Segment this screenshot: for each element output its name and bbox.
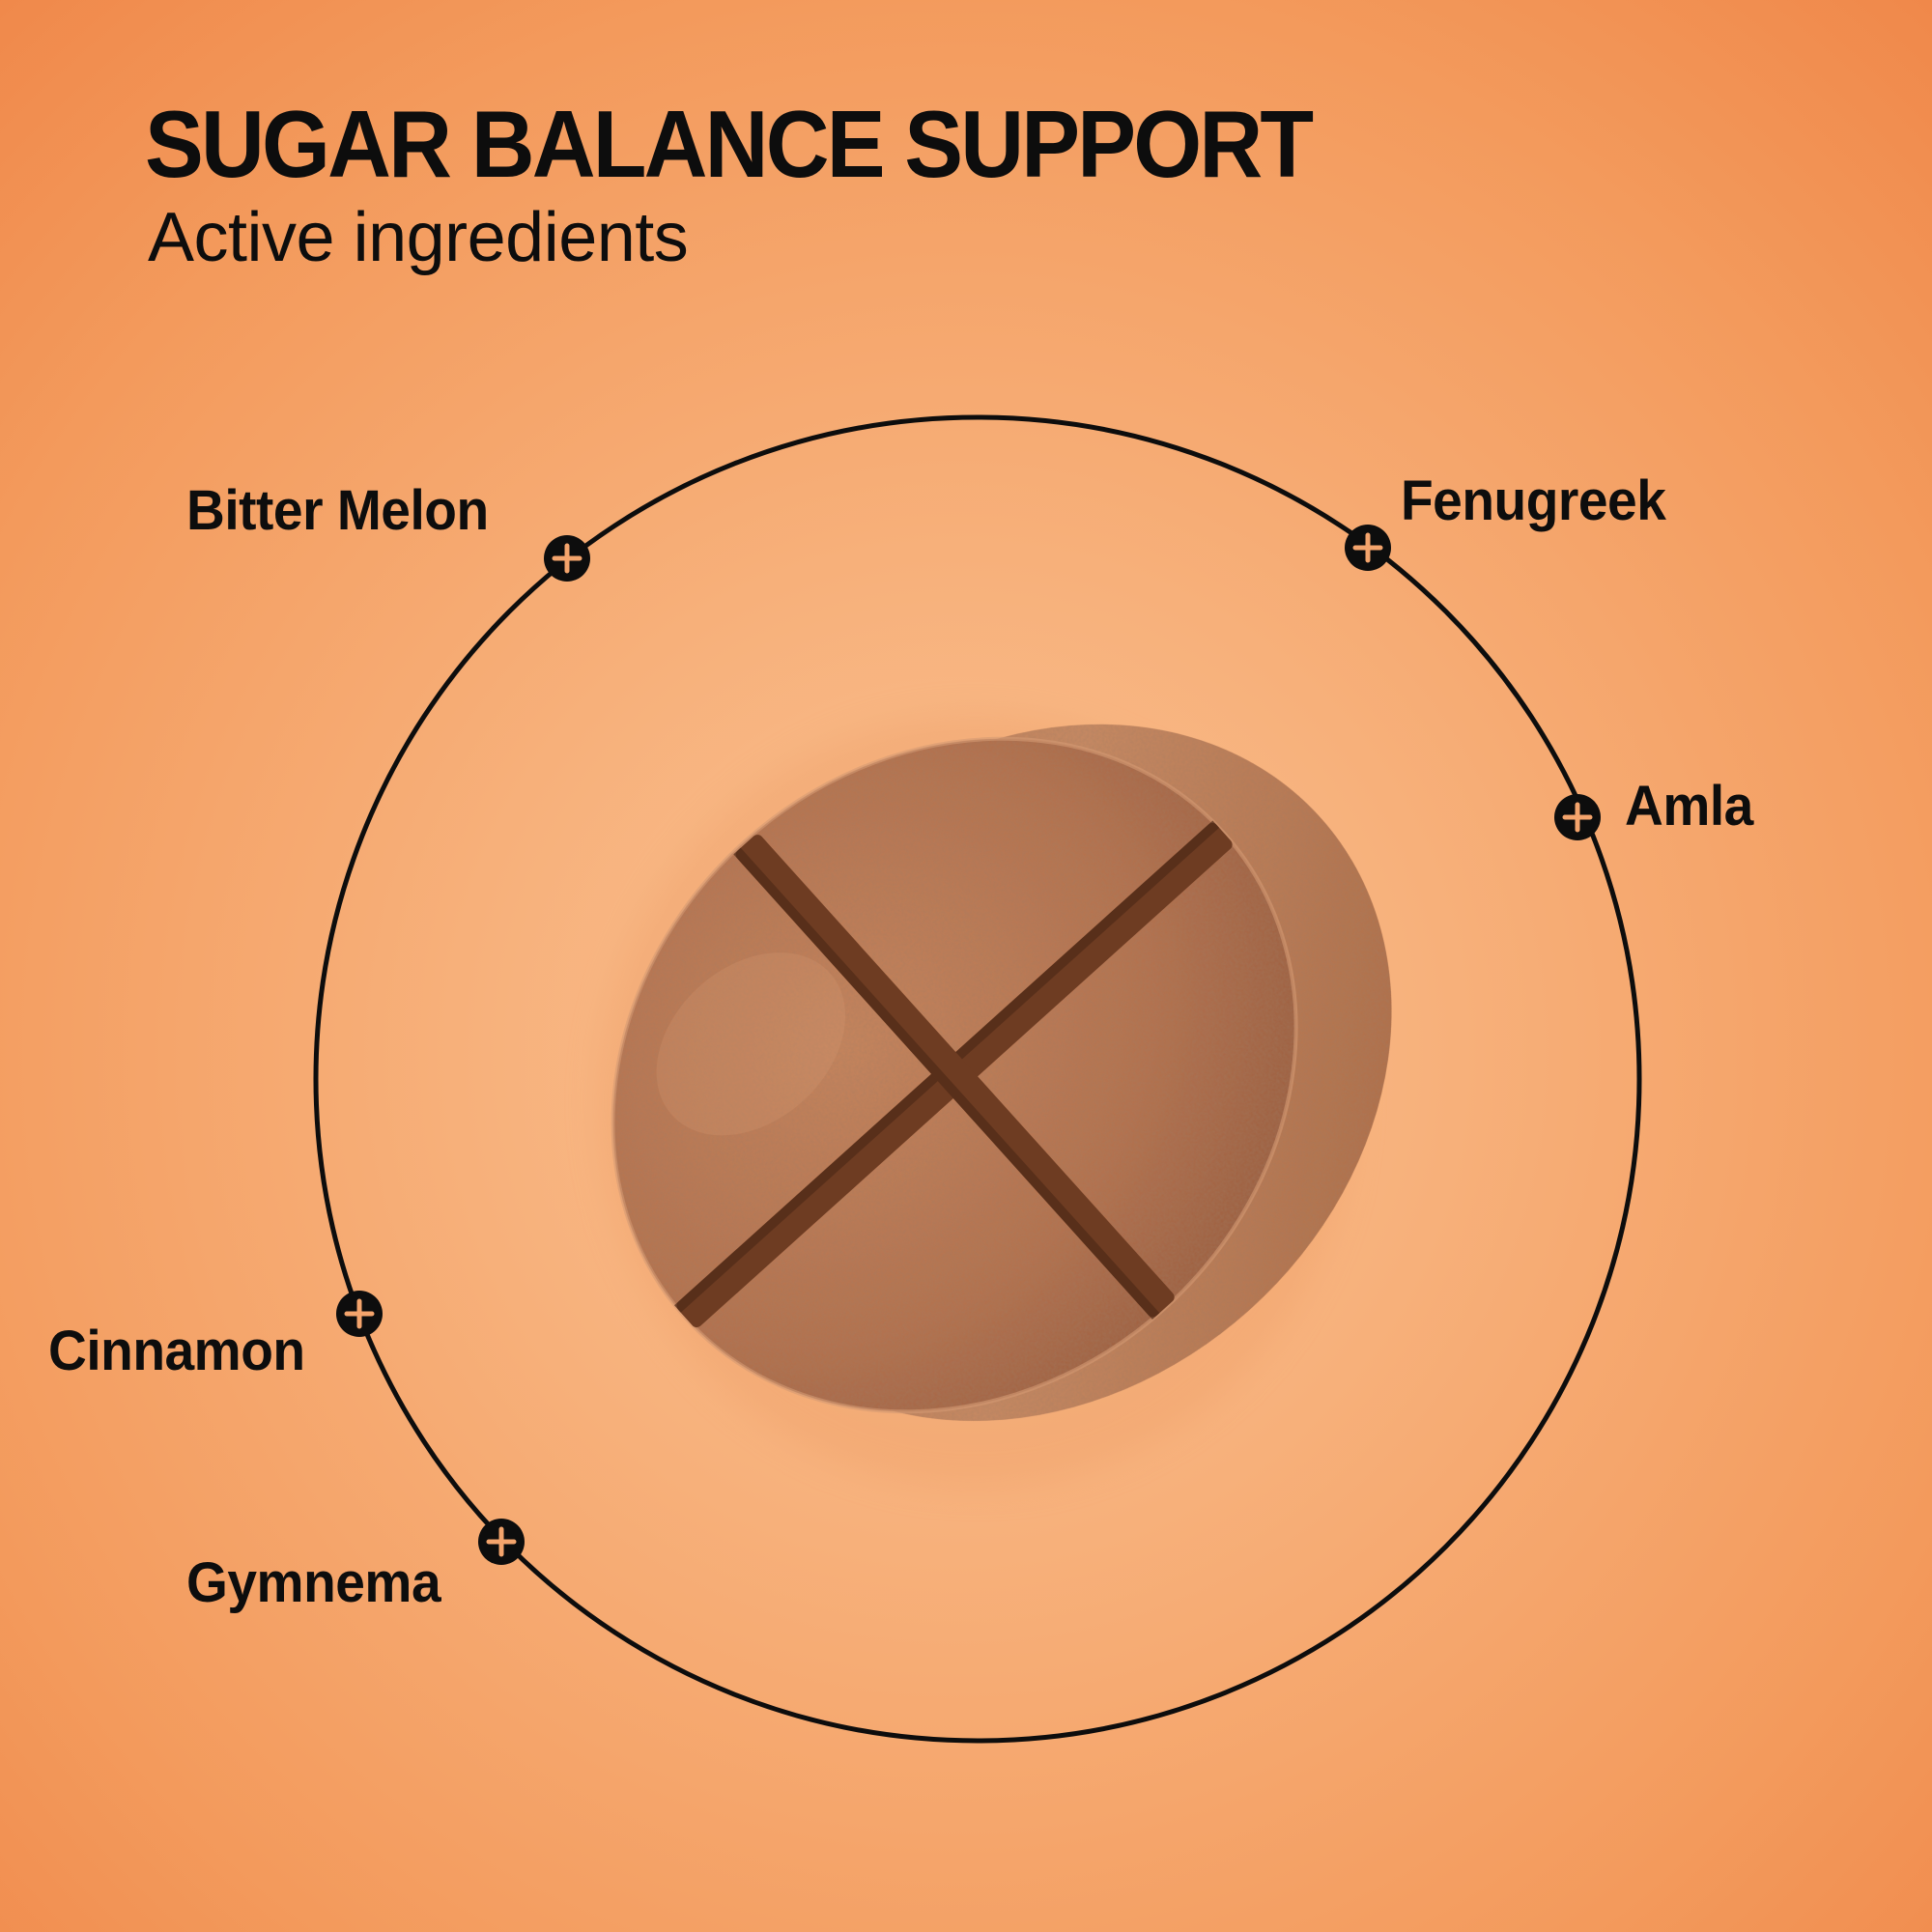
plus-icon[interactable] [478,1519,525,1565]
plus-icon[interactable] [544,535,590,582]
ingredient-label-cinnamon: Cinnamon [48,1320,305,1382]
orbit-ring [313,414,1642,1744]
plus-icon[interactable] [336,1291,383,1337]
ingredient-label-amla: Amla [1625,775,1753,838]
plus-icon[interactable] [1554,794,1601,840]
tablet-image [599,715,1392,1488]
ingredient-label-bitter-melon: Bitter Melon [186,479,489,542]
ingredient-label-gymnema: Gymnema [186,1551,441,1614]
ingredient-label-fenugreek: Fenugreek [1401,469,1666,532]
page-title: SUGAR BALANCE SUPPORT [145,91,1314,197]
plus-icon[interactable] [1345,525,1391,571]
page-subtitle: Active ingredients [148,199,689,276]
